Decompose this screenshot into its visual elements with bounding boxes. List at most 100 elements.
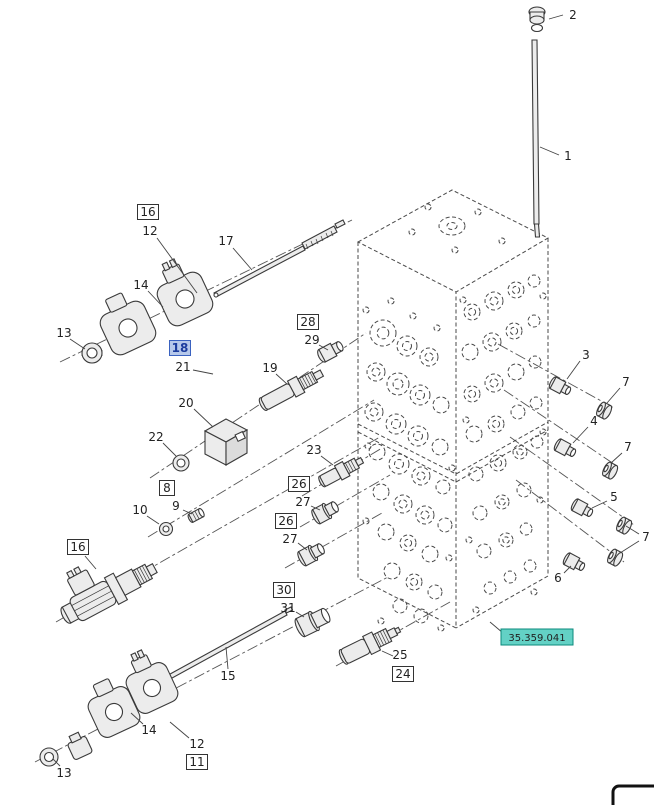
port-cavity-inner: [409, 577, 419, 587]
port-cavity: [483, 581, 497, 595]
port-cavity: [484, 373, 504, 393]
callout-label: 12: [189, 737, 204, 751]
fitting-part-6: [562, 552, 586, 572]
port-cavity-inner: [392, 378, 404, 390]
callout-label: 28: [300, 315, 315, 329]
leader-line: [381, 650, 394, 657]
nut-part-13: [81, 342, 103, 364]
port-cavity: [482, 332, 502, 352]
leader-line: [69, 338, 86, 350]
port-cavity: [372, 483, 390, 501]
port-cavity-inner: [487, 337, 497, 347]
callout-label: 2: [569, 8, 577, 22]
leader-line: [310, 505, 321, 511]
bolt-hole: [530, 588, 538, 596]
callout-label: 18: [172, 341, 189, 355]
leader-line: [563, 565, 572, 574]
port-cavity: [516, 482, 532, 498]
plug-part-31: [294, 607, 331, 638]
port-cavity-inner: [467, 389, 477, 399]
bolt-hole: [536, 496, 544, 504]
fitting-part-9: [187, 507, 205, 524]
leader-line: [130, 712, 144, 725]
page-corner-logo-box: [611, 784, 654, 805]
port-cavity-inner: [413, 431, 423, 441]
callout-layer: 2116121714131821282919202223891026272627…: [52, 8, 650, 780]
callout-box: [169, 340, 191, 356]
port-cavity-inner: [402, 341, 412, 351]
port-cavity: [369, 319, 397, 347]
port-cavity: [388, 453, 410, 475]
port-cavity-inner: [498, 498, 506, 506]
leader-line: [162, 442, 177, 457]
callout-label: 1: [564, 149, 572, 163]
spool-rod-part-17: [213, 219, 346, 298]
plug-part-29: [317, 341, 344, 363]
port-cavity: [427, 584, 443, 600]
plug-part-27b: [297, 543, 325, 567]
leader-line: [610, 452, 623, 464]
leader-line: [548, 14, 564, 20]
nut-part-13b: [39, 747, 59, 767]
leader-line: [606, 387, 621, 404]
leader-line: [52, 758, 61, 767]
port-cavity: [409, 384, 431, 406]
callout-label: 19: [262, 361, 277, 375]
port-cavity-inner: [502, 536, 510, 544]
port-cavity: [437, 517, 453, 533]
leader-line: [625, 525, 640, 535]
leader-line: [147, 290, 164, 308]
cap-nut-part-2: [528, 6, 546, 33]
leader-line: [539, 146, 560, 156]
port-cavity: [507, 281, 525, 299]
cartridge-valve-part-19: [258, 369, 325, 411]
port-cavity: [503, 570, 517, 584]
cap-part-7d: [607, 548, 624, 567]
port-cavity-inner: [371, 367, 381, 377]
leader-line: [572, 426, 589, 444]
callout-label: 24: [395, 667, 410, 681]
callout-box: [500, 628, 574, 646]
bolt-hole: [459, 296, 467, 304]
port-cavity-inner: [467, 307, 477, 317]
solenoid-coil-part-14a: [99, 292, 157, 356]
port-cavity: [505, 322, 523, 340]
leader-line: [295, 611, 305, 618]
port-cavity: [383, 562, 401, 580]
callout-box: [137, 204, 159, 220]
fitting-part-3: [548, 376, 572, 396]
callout-label: 17: [218, 234, 233, 248]
bolt-hole: [362, 517, 370, 525]
cap-part-7a: [596, 401, 613, 420]
callout-label: 21: [175, 360, 190, 374]
leader-line: [591, 500, 608, 509]
port-cavity: [468, 466, 484, 482]
callout-label: 14: [141, 723, 156, 737]
port-cavity-inner: [391, 419, 401, 429]
callout-box: [186, 754, 208, 770]
callout-label: 15: [220, 669, 235, 683]
cap-part-7b: [602, 461, 619, 480]
callout-label: 35.359.041: [508, 633, 565, 644]
port-cavity-inner: [511, 285, 521, 295]
callout-label: 16: [70, 540, 85, 554]
port-cavity: [487, 415, 505, 433]
port-cavity: [527, 314, 541, 328]
bolt-hole: [539, 428, 547, 436]
bolt-hole: [445, 554, 453, 562]
callout-label: 7: [622, 375, 630, 389]
port-cavity-inner: [420, 510, 430, 520]
callout-label: 6: [554, 571, 562, 585]
bolt-hole: [498, 237, 506, 245]
port-cavity: [432, 396, 450, 414]
callout-label: 13: [56, 766, 71, 780]
callout-label: 27: [295, 495, 310, 509]
valve-block: [356, 189, 550, 632]
callout-label: 27: [282, 532, 297, 546]
port-cavity: [399, 534, 417, 552]
port-cavity-inner: [424, 352, 434, 362]
port-cavity: [463, 385, 481, 403]
leader-line: [232, 247, 253, 271]
